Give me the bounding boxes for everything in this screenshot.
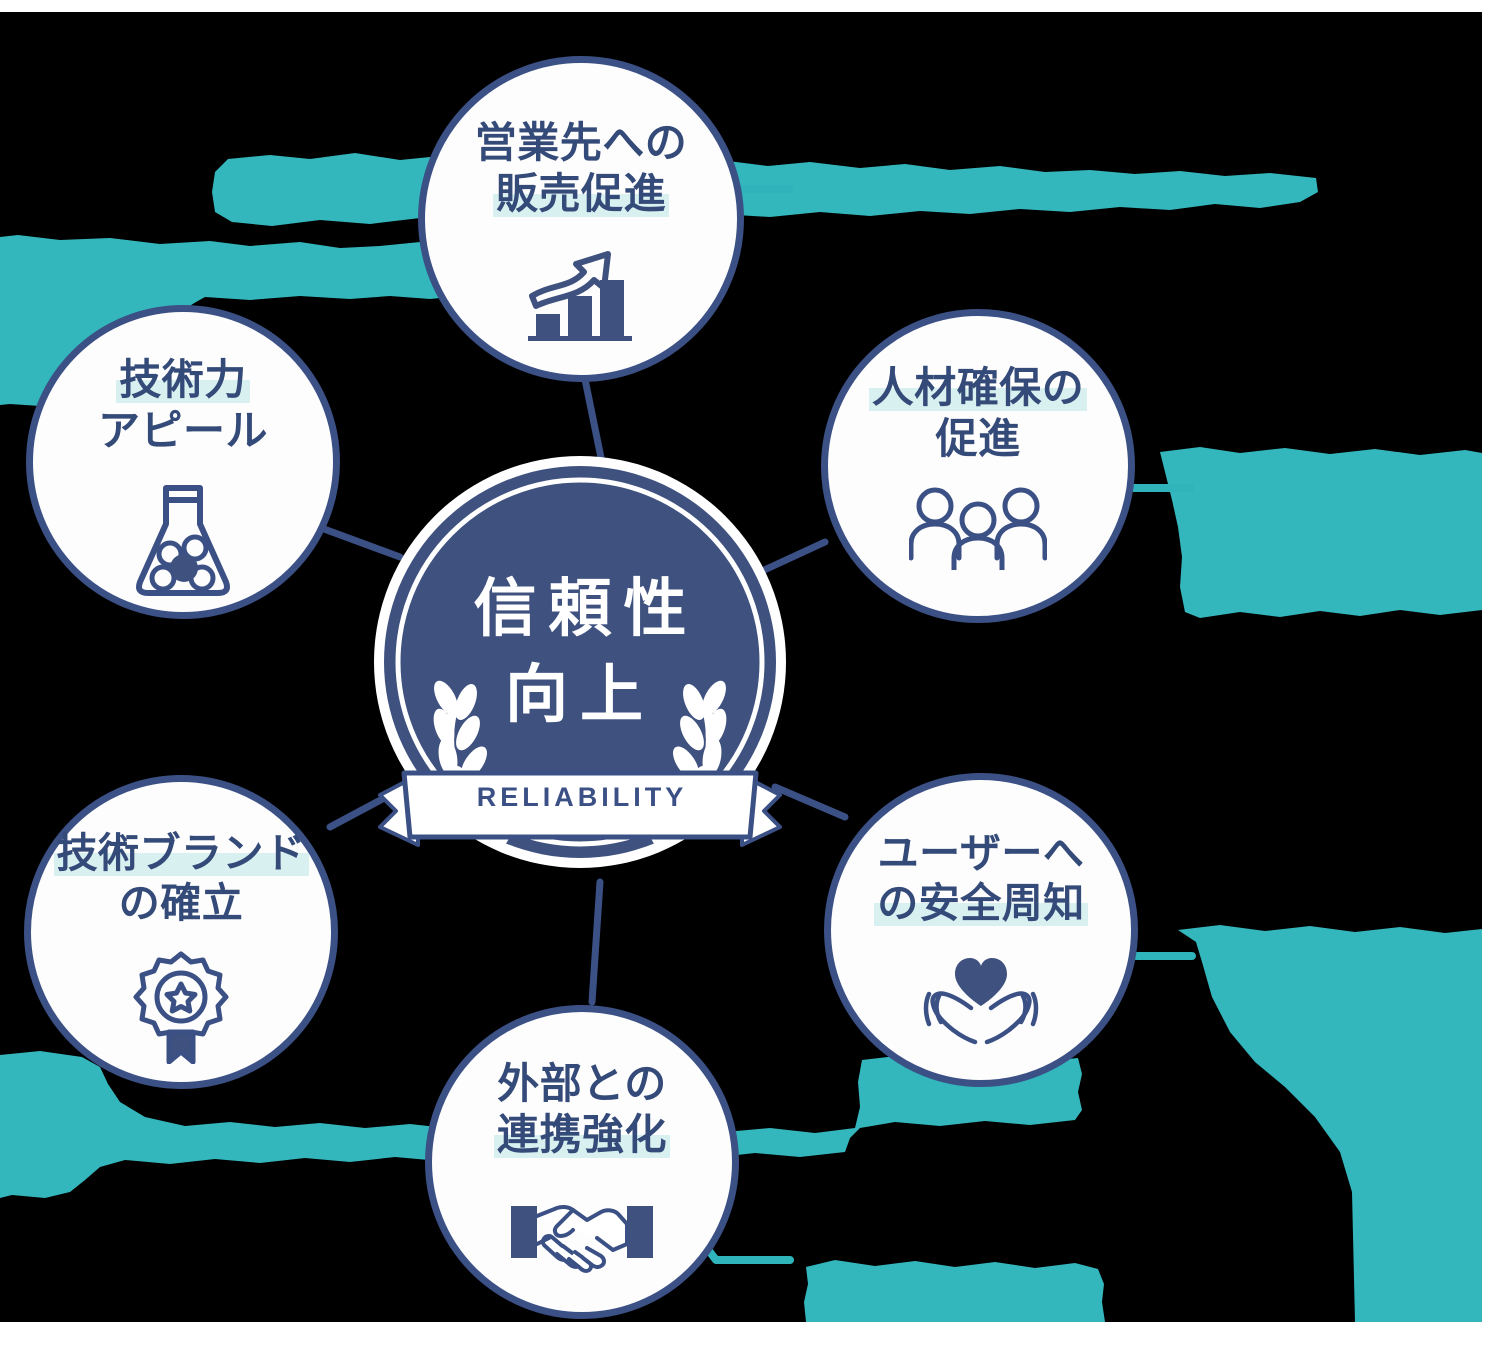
center-label-line1: 信頼性	[473, 574, 699, 644]
node-label-line2: の確立	[118, 880, 244, 927]
node-user-safety[interactable]: ユーザーへ の安全周知	[824, 773, 1138, 1087]
center-label-line2: 向上	[505, 659, 655, 730]
node-talent-acquisition[interactable]: 人材確保の 促進	[821, 309, 1135, 623]
flask-molecule-icon	[33, 480, 333, 600]
node-label-sales-promotion: 営業先への 販売促進	[425, 117, 737, 219]
callout-user-safety	[1178, 925, 1482, 1322]
node-external-partnership[interactable]: 外部との 連携強化	[425, 1005, 739, 1319]
node-label-line1: 人材確保の	[828, 362, 1128, 413]
node-label-external-partnership: 外部との 連携強化	[432, 1058, 732, 1160]
spoke-line-top-right	[756, 538, 829, 576]
node-label-tech-brand: 技術ブランド の確立	[31, 828, 331, 928]
callout-tech-brand	[0, 1051, 1082, 1198]
ribbon-label: RELIABILITY	[476, 782, 688, 812]
callout-external-partnership	[804, 1260, 1105, 1322]
spoke-line-bottom	[588, 878, 604, 1006]
node-label-line2: 販売促進	[425, 168, 737, 219]
node-label-line2: 促進	[935, 415, 1021, 463]
center-node-reliability[interactable]: 信頼性 向上 RELIABILITY	[358, 455, 802, 899]
node-label-line1: ユーザーへ	[877, 830, 1085, 876]
center-label: 信頼性 向上	[358, 567, 802, 738]
node-sales-promotion[interactable]: 営業先への 販売促進	[418, 56, 744, 382]
center-badge-icon	[374, 456, 786, 868]
page-edge-right	[1482, 0, 1500, 1359]
node-tech-brand[interactable]: 技術ブランド の確立	[24, 775, 338, 1089]
award-ribbon-icon	[31, 950, 331, 1064]
callout-talent-acquisition	[1160, 447, 1482, 618]
node-label-line2: 連携強化	[432, 1109, 732, 1160]
handshake-icon	[432, 1198, 732, 1274]
node-label-line1: 技術力	[33, 354, 333, 405]
diagram-canvas: 信頼性 向上 RELIABILITY 営業先への 販売促進	[0, 12, 1482, 1322]
node-label-user-safety: ユーザーへ の安全周知	[831, 828, 1131, 928]
page-edge-bottom	[0, 1322, 1500, 1359]
node-tech-appeal[interactable]: 技術力 アピール	[26, 305, 340, 619]
three-people-icon	[828, 486, 1128, 570]
node-label-line1: 技術ブランド	[31, 828, 331, 878]
bar-chart-growth-icon	[425, 248, 737, 348]
callout-blobs-layer-2	[1160, 447, 1482, 1322]
callout-blobs-layer-3	[0, 1051, 1105, 1322]
hands-holding-heart-icon	[831, 956, 1131, 1048]
page-edge-top	[0, 0, 1500, 12]
node-label-line2: アピール	[97, 407, 268, 455]
node-label-line1: 営業先への	[474, 119, 688, 166]
ribbon-banner-icon	[378, 770, 782, 847]
node-label-talent-acquisition: 人材確保の 促進	[828, 362, 1128, 464]
node-label-line1: 外部との	[497, 1060, 667, 1107]
node-label-line2: の安全周知	[831, 878, 1131, 928]
spoke-line-bottom-right	[771, 783, 849, 821]
node-label-tech-appeal: 技術力 アピール	[33, 354, 333, 456]
